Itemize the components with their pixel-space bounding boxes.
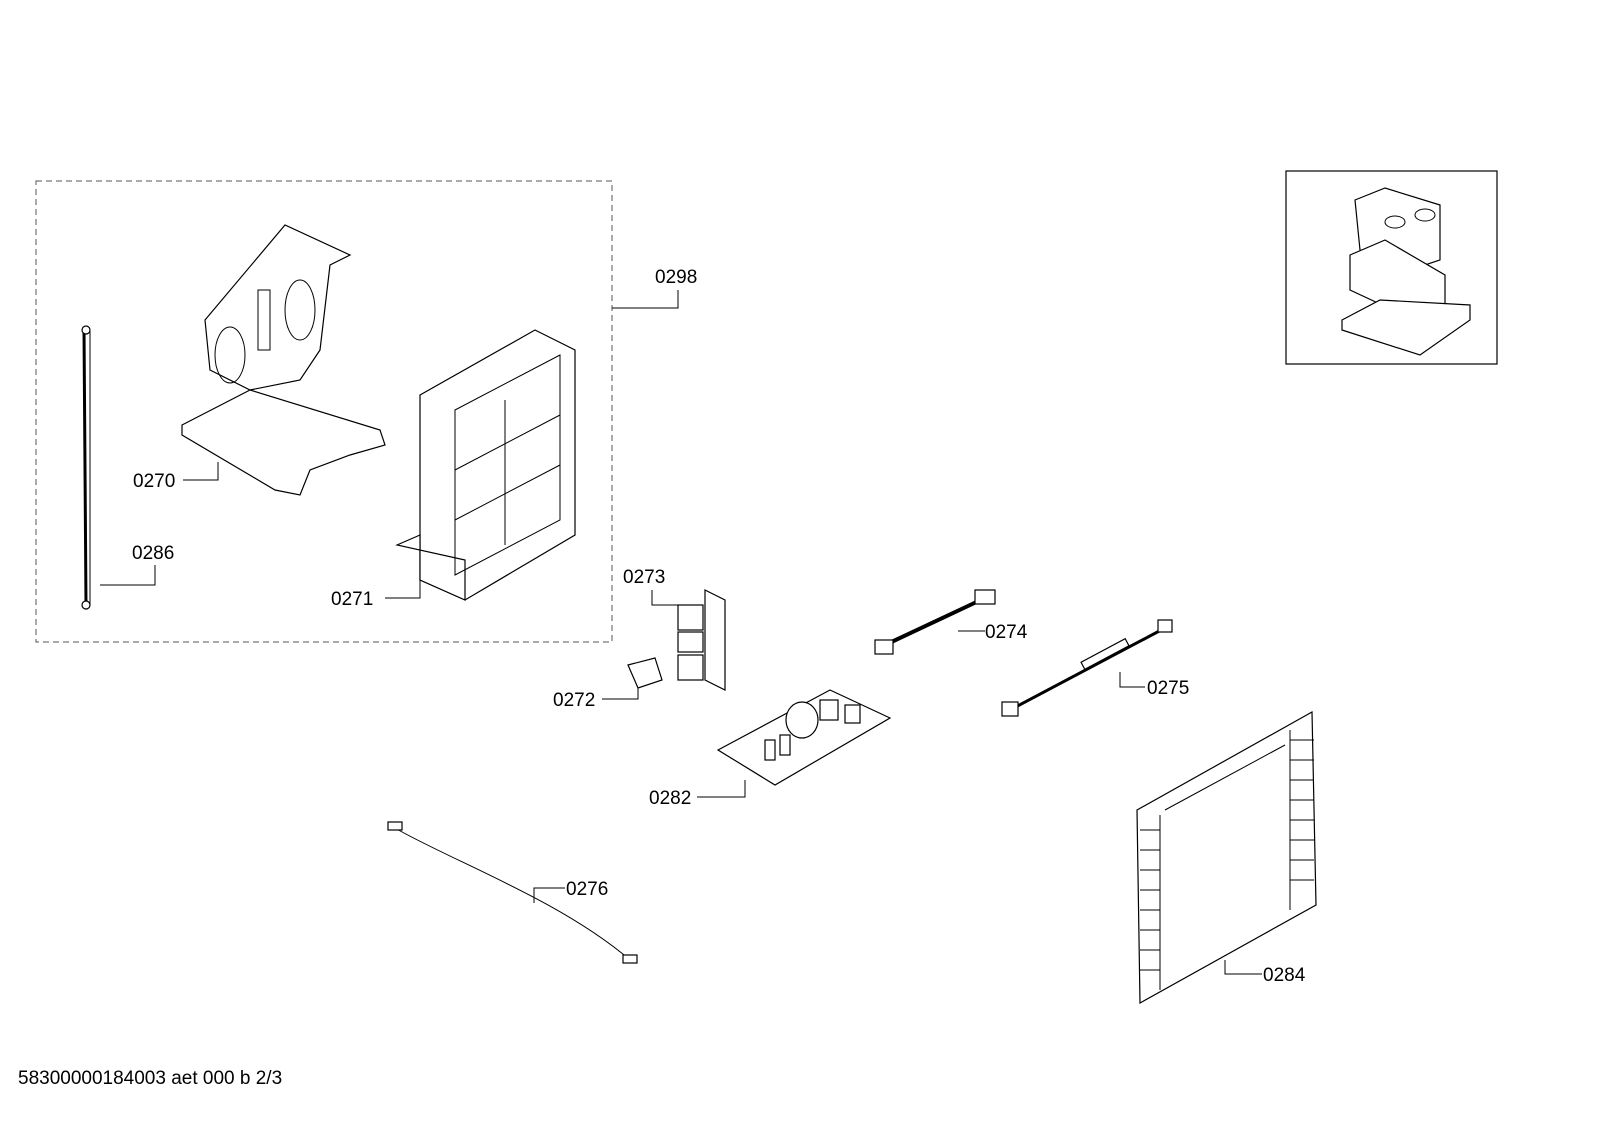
part-0270-bracket: [181, 224, 386, 496]
part-0286-wire: [81, 325, 91, 610]
part-0282-pcb: [716, 689, 892, 786]
part-label-0298[interactable]: 0298: [655, 267, 697, 288]
part-0272-clip: [627, 657, 663, 689]
assembly-group-box: [35, 180, 613, 643]
part-0271-housing: [395, 329, 576, 601]
part-0275-cable: [1001, 619, 1173, 717]
part-label-0274[interactable]: 0274: [985, 622, 1028, 643]
part-label-0273[interactable]: 0273: [623, 567, 665, 588]
part-0274-cable: [874, 589, 996, 655]
overview-inset: [1285, 170, 1498, 365]
part-0273-relay-board: [677, 589, 726, 691]
part-0276-wire: [387, 821, 638, 964]
part-label-0270[interactable]: 0270: [133, 471, 175, 492]
document-footer-id: 58300000184003 aet 000 b 2/3: [18, 1068, 283, 1089]
part-label-0276[interactable]: 0276: [566, 879, 608, 900]
part-label-0272[interactable]: 0272: [553, 690, 595, 711]
part-label-0275[interactable]: 0275: [1147, 678, 1189, 699]
leader-0298: [612, 290, 679, 309]
part-label-0286[interactable]: 0286: [132, 543, 174, 564]
part-label-0271[interactable]: 0271: [331, 589, 373, 610]
part-label-0282[interactable]: 0282: [649, 788, 691, 809]
part-0284-panel: [1136, 710, 1317, 1005]
part-label-0284[interactable]: 0284: [1263, 965, 1306, 986]
